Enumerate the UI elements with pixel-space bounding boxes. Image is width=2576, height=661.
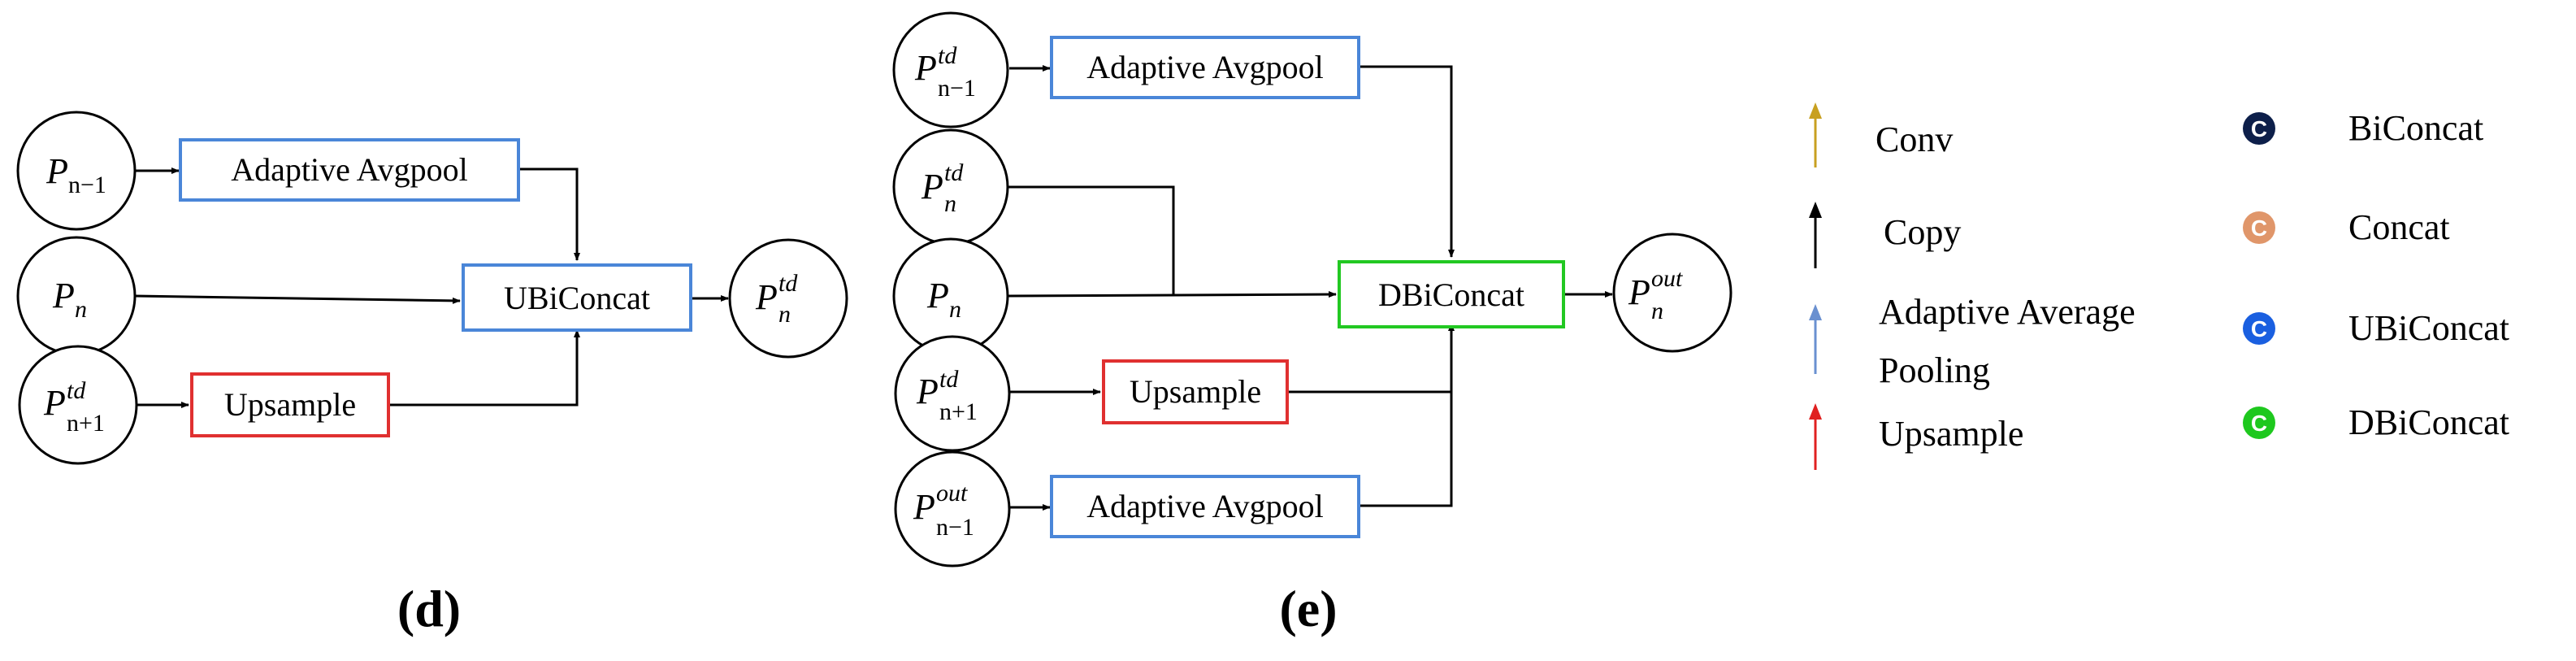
badge-letter: C <box>2251 316 2267 341</box>
box-label: DBiConcat <box>1378 276 1524 313</box>
box-e-upsample: Upsample <box>1102 359 1289 424</box>
up-arrow-icon <box>1809 102 1822 167</box>
up-arrow-icon <box>1809 202 1822 268</box>
edge-e-avgpool-top-to-dbiconcat <box>1359 65 1455 258</box>
legend-concat: C Concat <box>2243 207 2450 247</box>
edge-d-avgpool-to-ubiconcat <box>518 167 580 261</box>
edge-e-avgpool-bottom-to-dbiconcat <box>1359 323 1455 507</box>
svg-text:Pn: Pn <box>52 276 87 323</box>
box-d-upsample: Upsample <box>190 372 390 437</box>
legend-upsample: Upsample <box>1809 403 2023 470</box>
legend-label-line-1: Adaptive Average <box>1879 292 2136 332</box>
box-d-adaptive-avgpool: Adaptive Avgpool <box>179 138 520 202</box>
node-e-p-n-out: P out n <box>1612 233 1733 353</box>
concat-badge-icon: C <box>2243 312 2275 345</box>
badge-letter: C <box>2251 116 2267 141</box>
node-e-p-n: Pn <box>892 237 1009 354</box>
legend-biconcat: C BiConcat <box>2243 108 2483 148</box>
badge-letter: C <box>2251 215 2267 241</box>
box-e-adaptive-avgpool-bottom: Adaptive Avgpool <box>1050 475 1360 538</box>
badge-letter: C <box>2251 411 2267 436</box>
symbol-subscript: n+1 <box>939 398 978 425</box>
legend-label: Copy <box>1884 212 1961 252</box>
node-e-p-n-minus-1-out: P out n−1 <box>894 450 1011 568</box>
legend-ubiconcat: C UBiConcat <box>2243 308 2509 348</box>
concat-badge-icon: C <box>2243 112 2275 145</box>
edge-e-pn-to-dbiconcat <box>1007 291 1337 298</box>
symbol-subscript: n+1 <box>67 410 105 437</box>
symbol-subscript: n <box>75 296 87 323</box>
legend-label: UBiConcat <box>2348 308 2509 348</box>
legend-adaptive-average-pooling: Adaptive Average Pooling <box>1809 292 2136 390</box>
node-d-p-n-td: P td n <box>728 238 848 359</box>
box-d-ubiconcat: UBiConcat <box>462 263 692 332</box>
svg-text:Pn−1: Pn−1 <box>46 151 106 198</box>
legend-label-line-2: Pooling <box>1879 350 1990 390</box>
box-label: Adaptive Avgpool <box>1086 488 1323 524</box>
symbol-superscript: out <box>936 480 968 507</box>
box-label: UBiConcat <box>504 280 650 316</box>
symbol-base: P <box>913 487 935 527</box>
node-e-p-n-plus-1-td: P td n+1 <box>894 335 1011 452</box>
symbol-base: P <box>921 167 943 207</box>
box-e-adaptive-avgpool-top: Adaptive Avgpool <box>1050 36 1360 99</box>
legend-copy: Copy <box>1809 202 1961 268</box>
symbol-base: P <box>916 372 939 411</box>
legend: Conv Copy Adaptive Average Pooling Upsam… <box>1809 102 2509 470</box>
svg-text:Pn: Pn <box>926 276 961 323</box>
symbol-subscript: n−1 <box>936 514 974 541</box>
symbol-superscript: td <box>67 377 86 404</box>
box-e-dbiconcat: DBiConcat <box>1338 260 1565 328</box>
symbol-subscript: n <box>944 190 956 217</box>
panel-e: P td n−1 P td n Pn P td n+1 P out n−1 <box>892 11 1733 637</box>
symbol-superscript: td <box>939 366 959 393</box>
symbol-base: P <box>43 383 66 423</box>
node-e-p-n-minus-1-td: P td n−1 <box>892 11 1009 128</box>
panel-label-d: (d) <box>397 580 461 637</box>
up-arrow-icon <box>1809 403 1822 470</box>
symbol-base: P <box>926 276 949 315</box>
symbol-base: P <box>755 277 778 317</box>
symbol-subscript: n <box>1651 298 1663 324</box>
symbol-superscript: td <box>944 159 964 186</box>
node-d-p-n-minus-1: Pn−1 <box>16 111 137 231</box>
legend-label: Concat <box>2348 207 2450 247</box>
symbol-superscript: td <box>938 42 957 69</box>
legend-label: Conv <box>1876 120 1953 159</box>
symbol-base: P <box>1628 272 1650 312</box>
legend-dbiconcat: C DBiConcat <box>2243 402 2509 442</box>
symbol-superscript: td <box>778 270 798 297</box>
symbol-base: P <box>46 151 68 191</box>
legend-label: Upsample <box>1879 414 2023 454</box>
box-label: Adaptive Avgpool <box>231 151 467 188</box>
node-e-p-n-td: P td n <box>892 128 1009 246</box>
symbol-subscript: n−1 <box>938 75 976 102</box>
legend-conv: Conv <box>1809 102 1953 167</box>
concat-badge-icon: C <box>2243 211 2275 244</box>
concat-badge-icon: C <box>2243 407 2275 439</box>
box-label: Adaptive Avgpool <box>1086 49 1323 85</box>
symbol-base: P <box>914 48 937 88</box>
legend-label: BiConcat <box>2348 108 2483 148</box>
up-arrow-icon <box>1809 304 1822 374</box>
panel-label-e: (e) <box>1279 580 1337 637</box>
legend-label: DBiConcat <box>2348 402 2509 442</box>
node-d-p-n-plus-1-td: P td n+1 <box>18 345 138 465</box>
edge-d-pn-to-ubiconcat <box>134 294 461 304</box>
box-label: Upsample <box>224 386 356 423</box>
symbol-subscript: n <box>949 296 961 323</box>
symbol-base: P <box>52 276 75 315</box>
symbol-superscript: out <box>1651 265 1683 292</box>
symbol-subscript: n−1 <box>68 172 106 198</box>
edge-d-upsample-to-ubiconcat <box>388 329 580 407</box>
edge-e-pntd-to-dbiconcat <box>1008 185 1175 294</box>
box-label: Upsample <box>1130 373 1261 410</box>
panel-d: Pn−1 Pn P td n+1 P td n Adaptive Avgpool… <box>16 111 848 637</box>
node-d-p-n: Pn <box>16 236 137 356</box>
symbol-subscript: n <box>778 301 791 328</box>
